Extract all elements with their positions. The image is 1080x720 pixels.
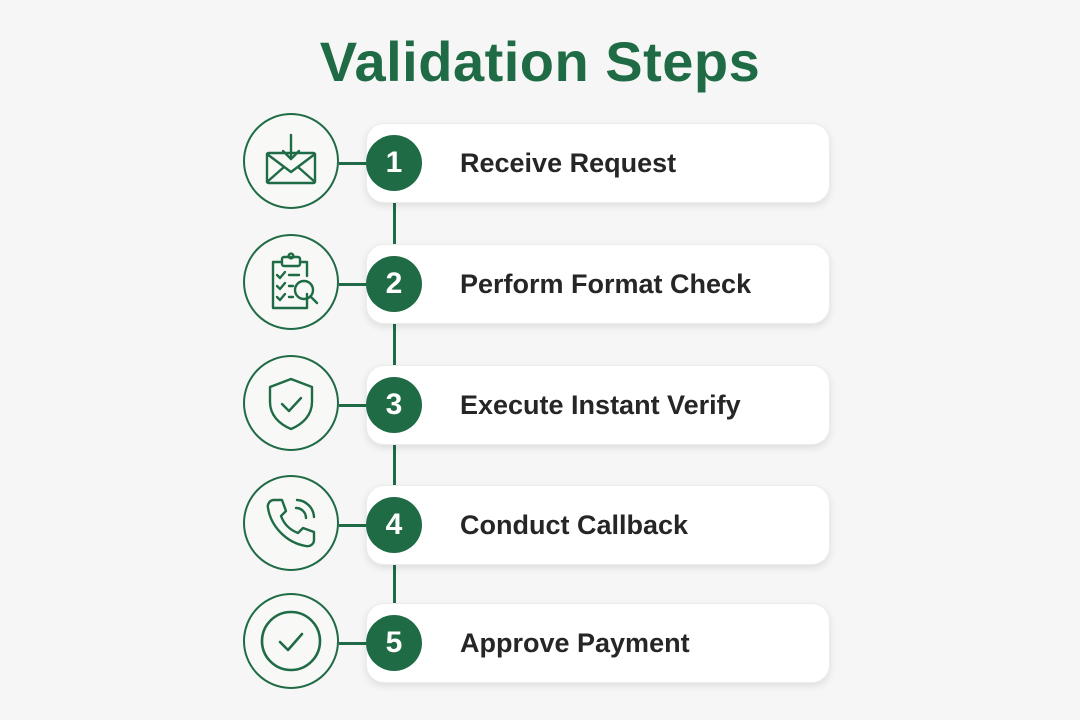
step-number-badge: 2 <box>366 256 422 312</box>
step-number-badge: 3 <box>366 377 422 433</box>
step-card <box>366 123 830 203</box>
clipboard-checklist-magnifier-icon <box>243 234 339 330</box>
step-connector <box>339 404 371 407</box>
step-connector <box>339 524 371 527</box>
envelope-download-icon <box>243 113 339 209</box>
step-label: Perform Format Check <box>460 269 752 299</box>
step-label: Approve Payment <box>460 628 690 658</box>
step-label: Execute Instant Verify <box>460 390 741 420</box>
step-card <box>366 244 830 324</box>
step-label: Receive Request <box>460 148 677 178</box>
step-label: Conduct Callback <box>460 510 689 540</box>
step-number-badge: 1 <box>366 135 422 191</box>
step-connector <box>339 283 371 286</box>
phone-ringing-icon <box>243 475 339 571</box>
step-connector <box>339 642 371 645</box>
step-connector <box>339 162 371 165</box>
step-number-badge: 5 <box>366 615 422 671</box>
step-number-badge: 4 <box>366 497 422 553</box>
page-title: Validation Steps <box>319 30 761 93</box>
step-card <box>366 365 830 445</box>
step-card <box>366 603 830 683</box>
check-circle-icon <box>243 593 339 689</box>
shield-check-icon <box>243 355 339 451</box>
